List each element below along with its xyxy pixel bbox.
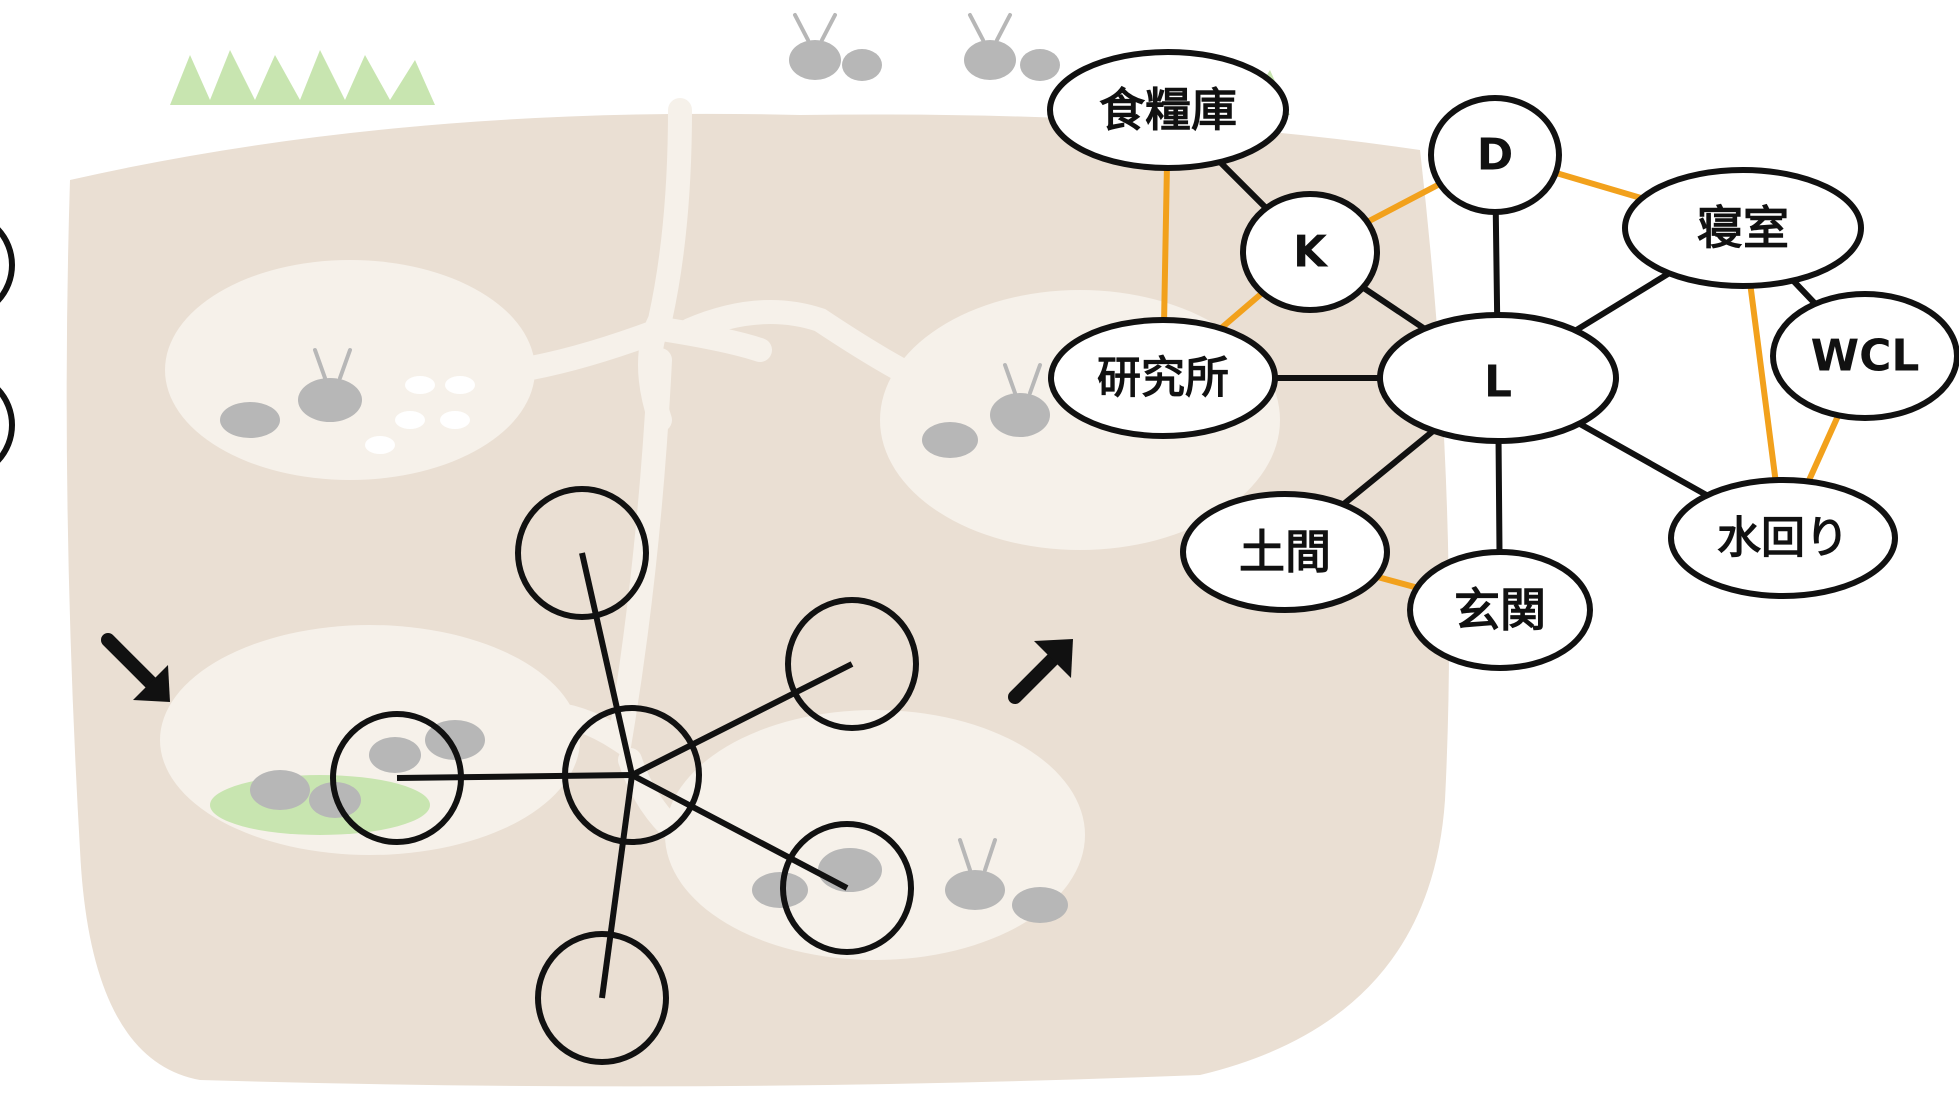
- ant-icon: [964, 13, 1060, 81]
- grass-left: [170, 50, 435, 105]
- star-leaf-node: [780, 821, 914, 955]
- star-leaf-node: [535, 931, 669, 1065]
- node-label-wcl: WCL: [1811, 331, 1920, 382]
- node-water: 水回り: [1668, 477, 1898, 599]
- star-leaf-node: [515, 486, 649, 620]
- node-label-pantry: 食糧庫: [1099, 83, 1237, 137]
- node-doma: 土間: [1180, 491, 1390, 613]
- star-leaf-node: [785, 597, 919, 731]
- node-label-water: 水回り: [1717, 513, 1849, 564]
- partial-circle: [0, 387, 15, 463]
- star-edge: [396, 772, 633, 781]
- star-edge: [630, 661, 854, 778]
- room-graph: 食糧庫 K D 寝室 研究所 L WCL 土間: [1047, 49, 1959, 671]
- node-d: D: [1428, 95, 1562, 215]
- up-right-arrow-icon: [1008, 639, 1073, 704]
- chamber-bottom-center: [665, 710, 1085, 960]
- partial-circle: [0, 227, 15, 303]
- node-entrance: 玄関: [1407, 549, 1593, 671]
- ant-icon: [220, 348, 362, 438]
- node-k: K: [1240, 191, 1380, 313]
- node-label-k: K: [1293, 227, 1329, 278]
- node-bedroom: 寝室: [1622, 167, 1864, 289]
- node-lab: 研究所: [1048, 317, 1278, 439]
- chamber-top-left: [165, 260, 535, 480]
- star-edge: [599, 774, 635, 999]
- node-label-entrance: 玄関: [1454, 583, 1546, 637]
- ant-icon: [922, 363, 1050, 458]
- ant-icon: [945, 838, 1068, 923]
- egg-icon: [365, 376, 475, 454]
- partial-circles-left: [0, 227, 15, 463]
- star-edge: [630, 772, 849, 891]
- node-label-bedroom: 寝室: [1697, 201, 1789, 255]
- ant-icon: [752, 848, 882, 908]
- node-wcl: WCL: [1770, 291, 1959, 421]
- node-label-l: L: [1484, 357, 1512, 408]
- ant-icon: [789, 13, 882, 81]
- node-label-lab: 研究所: [1097, 353, 1229, 404]
- star-center-node: [562, 705, 702, 845]
- down-right-arrow-icon: [101, 633, 170, 702]
- node-l: L: [1377, 312, 1619, 444]
- node-label-doma: 土間: [1239, 525, 1331, 579]
- star-leaf-node: [330, 711, 464, 845]
- star-edge: [579, 552, 635, 776]
- node-pantry: 食糧庫: [1047, 49, 1289, 171]
- empty-star-graph: [330, 486, 919, 1065]
- node-label-d: D: [1477, 130, 1514, 181]
